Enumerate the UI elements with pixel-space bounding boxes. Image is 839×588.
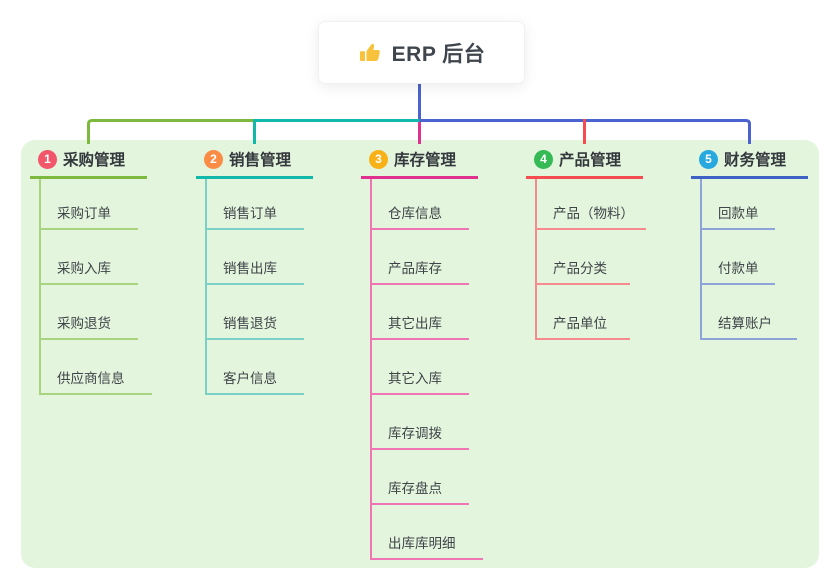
branch-node-inventory[interactable]: 库存管理: [394, 152, 457, 169]
leaf-node[interactable]: 销售出库: [223, 261, 277, 276]
root-node-erp[interactable]: ERP 后台: [318, 21, 525, 84]
leaf-node[interactable]: 付款单: [718, 261, 759, 276]
branch-node-product[interactable]: 产品管理: [559, 152, 622, 169]
leaf-node[interactable]: 采购入库: [57, 261, 111, 276]
leaf-node[interactable]: 销售订单: [223, 206, 277, 221]
branches-panel: [21, 140, 819, 568]
leaf-node[interactable]: 产品分类: [553, 261, 607, 276]
branch-node-purchase[interactable]: 采购管理: [63, 152, 126, 169]
leaf-node[interactable]: 结算账户: [718, 316, 772, 331]
leaf-node[interactable]: 其它出库: [388, 316, 442, 331]
thumbs-up-icon: [359, 43, 380, 61]
branch-5-badge: 5: [699, 150, 718, 169]
leaf-node[interactable]: 采购退货: [57, 316, 111, 331]
branch-1-badge: 1: [38, 150, 57, 169]
leaf-node[interactable]: 出库库明细: [388, 536, 456, 551]
branch-4-badge: 4: [534, 150, 553, 169]
leaf-node[interactable]: 销售退货: [223, 316, 277, 331]
leaf-node[interactable]: 回款单: [718, 206, 759, 221]
leaf-node[interactable]: 库存调拨: [388, 426, 442, 441]
leaf-node[interactable]: 仓库信息: [388, 206, 442, 221]
branch-node-sales[interactable]: 销售管理: [229, 152, 292, 169]
leaf-node[interactable]: 产品单位: [553, 316, 607, 331]
branch-3-badge: 3: [369, 150, 388, 169]
leaf-node[interactable]: 客户信息: [223, 371, 277, 386]
branch-node-finance[interactable]: 财务管理: [724, 152, 787, 169]
leaf-node[interactable]: 产品（物料）: [553, 206, 634, 221]
branch-2-badge: 2: [204, 150, 223, 169]
leaf-node[interactable]: 其它入库: [388, 371, 442, 386]
leaf-node[interactable]: 采购订单: [57, 206, 111, 221]
leaf-node[interactable]: 产品库存: [388, 261, 442, 276]
leaf-node[interactable]: 供应商信息: [57, 371, 125, 386]
leaf-node[interactable]: 库存盘点: [388, 481, 442, 496]
root-node-title: ERP 后台: [391, 42, 486, 66]
